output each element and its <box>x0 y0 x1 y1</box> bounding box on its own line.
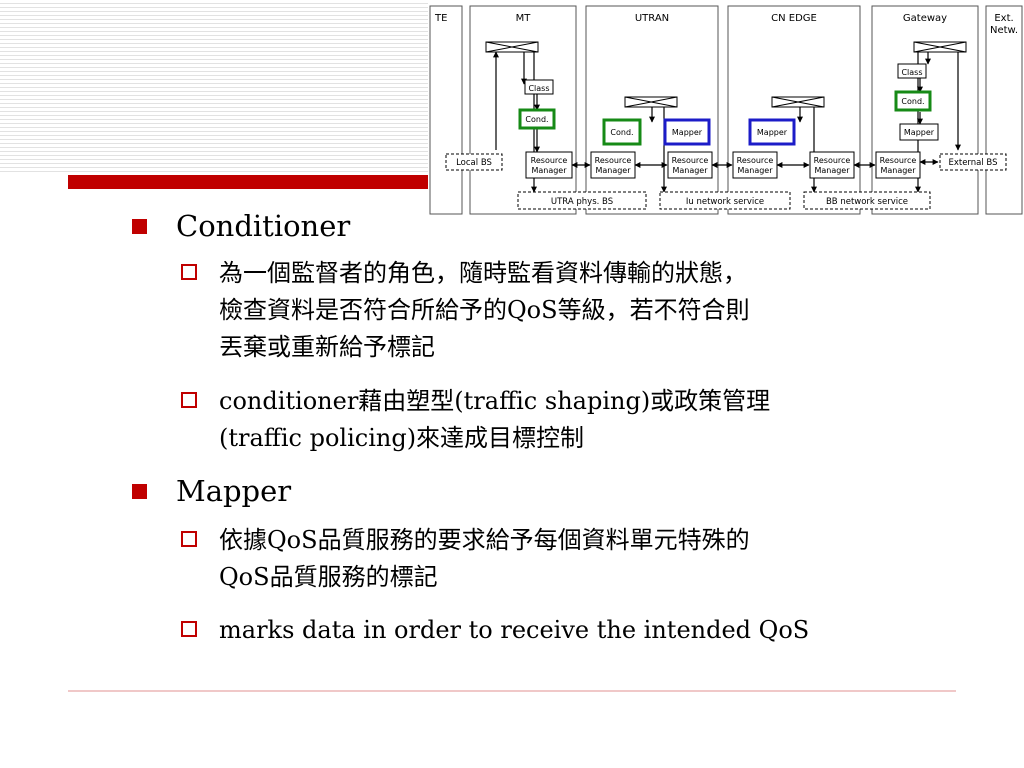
mapper-gateway-label: Mapper <box>904 128 935 137</box>
class-mt-label: Class <box>528 84 549 93</box>
text-line: 為一個監督者的角色，隨時監看資料傳輸的狀態， <box>219 259 747 287</box>
translator-cn-edge <box>771 96 825 108</box>
bullet-conditioner-title: Conditioner <box>176 209 351 243</box>
label-mt: MT <box>516 13 532 24</box>
text-line: 檢查資料是否符合所給予的QoS等級，若不符合則 <box>219 296 750 324</box>
svg-text:Resource: Resource <box>737 156 774 165</box>
translator-utran <box>624 96 678 108</box>
text-line: marks data in order to receive the inten… <box>219 616 810 644</box>
cond-utran-label: Cond. <box>610 128 633 137</box>
mapper-utran-label: Mapper <box>672 128 703 137</box>
bb-network-service-label: BB network service <box>826 197 908 207</box>
text-line: 依據QoS品質服務的要求給予每個資料單元特殊的 <box>219 526 750 554</box>
utra-phys-bs-label: UTRA phys. BS <box>551 197 613 207</box>
block-cond-utran <box>602 118 642 146</box>
footer-divider <box>68 690 956 692</box>
translator-gateway <box>913 41 967 53</box>
bullet-square-icon <box>132 219 147 234</box>
hollow-square-icon <box>181 621 197 637</box>
label-netw: Netw. <box>990 25 1018 36</box>
svg-text:Manager: Manager <box>880 166 916 175</box>
label-gateway: Gateway <box>903 13 947 24</box>
domain-te <box>429 5 463 215</box>
domain-gateway <box>871 5 979 215</box>
resource-manager-gateway: Resource Manager <box>875 151 921 179</box>
label-cn-edge: CN EDGE <box>771 13 817 24</box>
label-utran: UTRAN <box>635 13 669 24</box>
resource-manager-utran-1: Resource Manager <box>590 151 636 179</box>
resource-manager-cn-edge-2: Resource Manager <box>809 151 855 179</box>
hollow-square-icon <box>181 264 197 280</box>
bullet-square-icon <box>132 484 147 499</box>
svg-text:Resource: Resource <box>595 156 632 165</box>
iu-network-service-label: Iu network service <box>686 197 764 207</box>
external-bs-label: External BS <box>948 158 997 168</box>
svg-text:Resource: Resource <box>880 156 917 165</box>
text-line: (traffic policing)來達成目標控制 <box>219 424 585 452</box>
cond-mt-label: Cond. <box>525 115 548 124</box>
local-bs-label: Local BS <box>456 158 492 168</box>
text-line: conditioner藉由塑型(traffic shaping)或政策管理 <box>219 387 771 415</box>
hollow-square-icon <box>181 531 197 547</box>
text-line: QoS品質服務的標記 <box>219 563 438 591</box>
title-accent-bar <box>68 175 428 189</box>
svg-text:Resource: Resource <box>814 156 851 165</box>
resource-manager-cn-edge-1: Resource Manager <box>732 151 778 179</box>
resource-manager-utran-2: Resource Manager <box>667 151 713 179</box>
class-gateway-label: Class <box>901 68 922 77</box>
svg-text:Manager: Manager <box>737 166 773 175</box>
svg-text:Manager: Manager <box>672 166 708 175</box>
hollow-square-icon <box>181 392 197 408</box>
svg-text:Resource: Resource <box>531 156 568 165</box>
block-mapper-gateway <box>899 123 939 141</box>
translator-mt <box>485 41 539 53</box>
block-mapper-utran <box>663 118 711 146</box>
bullet-mapper-title: Mapper <box>176 474 292 508</box>
block-class-gateway <box>897 63 927 79</box>
svg-text:Manager: Manager <box>595 166 631 175</box>
resource-manager-mt: Resource Manager <box>525 151 573 179</box>
domain-cn-edge <box>727 5 861 215</box>
svg-text:Resource: Resource <box>672 156 709 165</box>
external-bs-box <box>939 153 1007 171</box>
iu-network-service-box <box>659 191 791 210</box>
utra-phys-bs-box <box>517 191 647 210</box>
label-ext: Ext. <box>994 13 1013 24</box>
block-class-mt <box>524 79 554 95</box>
mapper-cn-edge-label: Mapper <box>757 128 788 137</box>
svg-text:Manager: Manager <box>531 166 567 175</box>
svg-text:Manager: Manager <box>814 166 850 175</box>
text-line: 丟棄或重新給予標記 <box>219 333 435 361</box>
domain-mt <box>469 5 577 215</box>
bb-network-service-box <box>803 191 931 210</box>
block-mapper-cn-edge <box>748 118 796 146</box>
qos-architecture-diagram: TE MT UTRAN CN EDGE Gateway Ext. Netw. <box>428 0 1024 218</box>
block-cond-gateway <box>894 90 932 112</box>
domain-utran <box>585 5 719 215</box>
cond-gateway-label: Cond. <box>901 97 924 106</box>
local-bs-box <box>445 153 503 171</box>
domain-ext-netw <box>985 5 1023 215</box>
label-te: TE <box>434 13 447 24</box>
block-cond-mt <box>518 108 556 130</box>
